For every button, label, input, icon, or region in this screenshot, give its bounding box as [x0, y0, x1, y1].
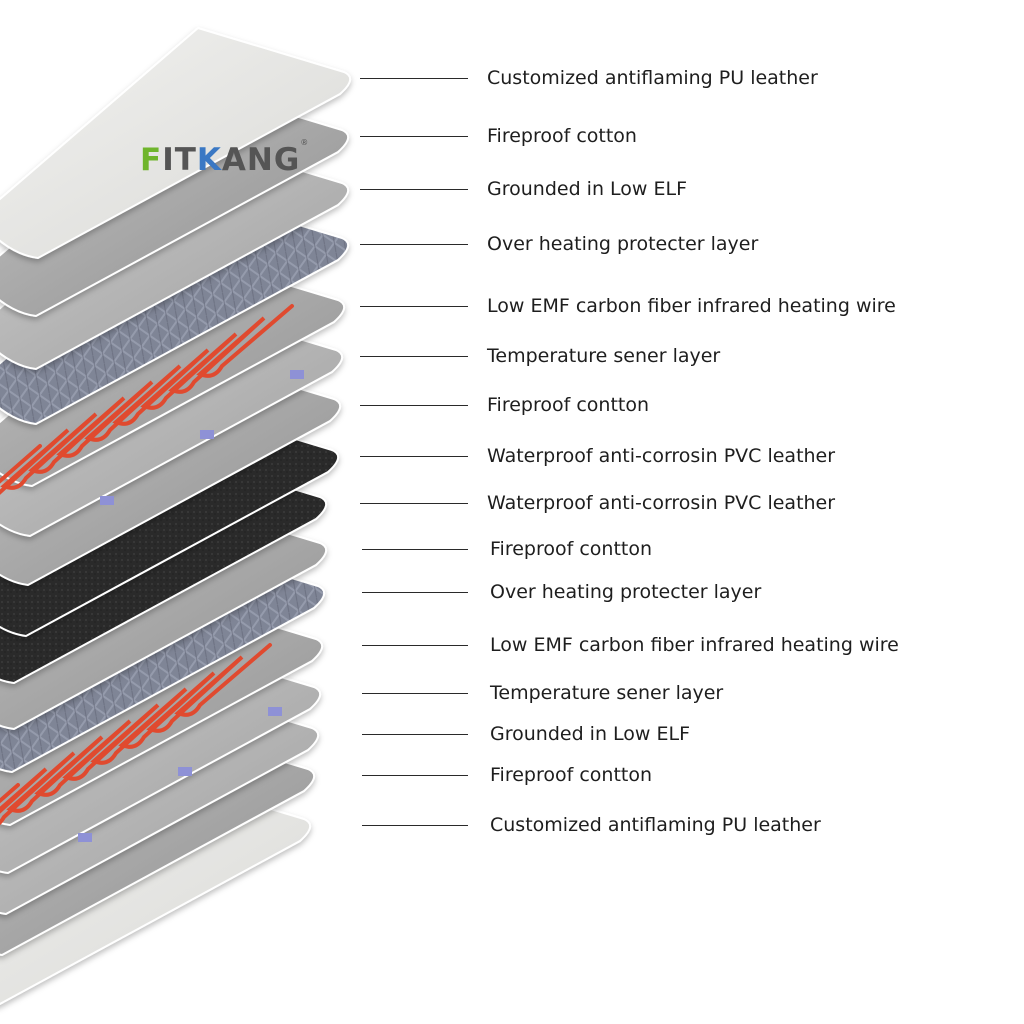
- logo-letter-f: F: [140, 142, 163, 178]
- leader-line: [360, 456, 468, 457]
- layer-label: Fireproof contton: [490, 538, 653, 560]
- registered-mark: ®: [300, 138, 310, 147]
- leader-line: [360, 78, 468, 79]
- leader-line: [360, 136, 468, 137]
- layer-label: Over heating protecter layer: [490, 581, 762, 603]
- layer-sheet-grounded-elf: [0, 137, 349, 371]
- layer-label: Fireproof cotton: [487, 125, 637, 147]
- leader-line: [360, 306, 468, 307]
- leader-line: [360, 189, 468, 190]
- layer-label: Waterproof anti-corrosin PVC leather: [487, 445, 836, 467]
- layer-label: Over heating protecter layer: [487, 233, 759, 255]
- leader-line: [362, 592, 468, 593]
- leader-line: [362, 734, 468, 735]
- layer-label: Fireproof contton: [490, 764, 653, 786]
- leader-line: [362, 775, 468, 776]
- layer-label: Grounded in Low ELF: [487, 178, 688, 200]
- layer-label: Customized antiflaming PU leather: [487, 67, 818, 89]
- temperature-sensor-chip: [200, 430, 214, 439]
- logo-letter-k: K: [196, 142, 222, 178]
- heating-wire-coil: [0, 304, 294, 495]
- fitkang-logo: FITKANG®: [140, 138, 310, 178]
- leader-line: [362, 549, 468, 550]
- layer-sheet-overheat-protector: [0, 192, 349, 426]
- temperature-sensor-chip: [100, 496, 114, 505]
- layer-sheet-fireproof-cotton: [0, 84, 349, 318]
- leader-line: [360, 244, 468, 245]
- leader-line: [360, 356, 468, 357]
- leader-line: [362, 825, 468, 826]
- leader-line: [362, 645, 468, 646]
- layer-label: Waterproof anti-corrosin PVC leather: [487, 492, 836, 514]
- layer-sheet-pu-leather: [0, 773, 311, 1006]
- layer-label: Low EMF carbon fiber infrared heating wi…: [490, 634, 899, 656]
- layer-label: Grounded in Low ELF: [490, 723, 691, 745]
- layer-sheet-pu-leather: [0, 26, 351, 260]
- layer-label: Fireproof contton: [487, 394, 650, 416]
- heating-wire-coil: [0, 643, 272, 825]
- temperature-sensor-chip: [268, 707, 282, 716]
- temperature-sensor-chip: [290, 370, 304, 379]
- layer-label: Temperature sener layer: [490, 682, 724, 704]
- leader-line: [360, 405, 468, 406]
- temperature-sensor-chip: [78, 833, 92, 842]
- layer-label: Low EMF carbon fiber infrared heating wi…: [487, 295, 896, 317]
- leader-line: [362, 693, 468, 694]
- leader-line: [360, 503, 468, 504]
- layer-label: Temperature sener layer: [487, 345, 721, 367]
- layer-label: Customized antiflaming PU leather: [490, 814, 821, 836]
- temperature-sensor-chip: [178, 767, 192, 776]
